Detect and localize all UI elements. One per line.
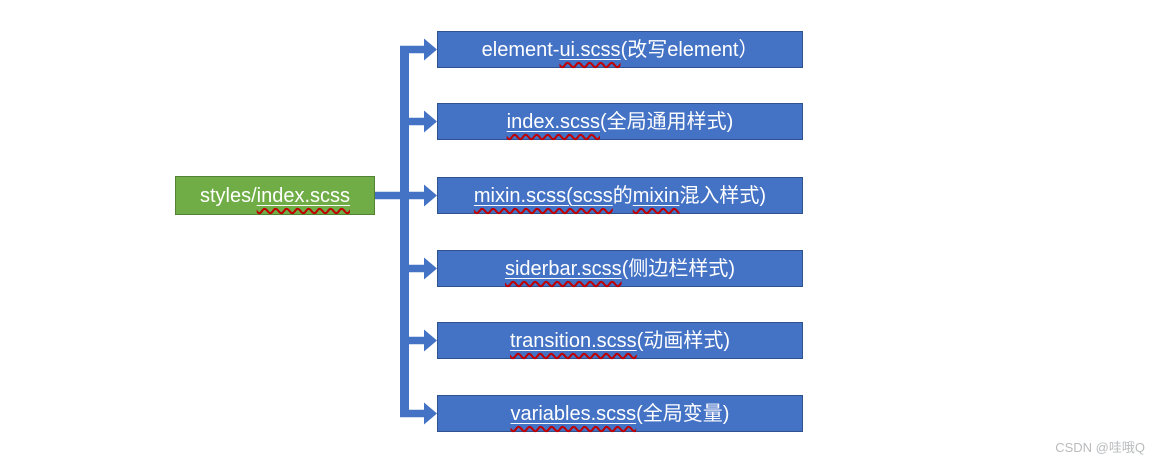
file-node-label: index.scss(全局通用样式) xyxy=(507,112,734,132)
file-node-label: transition.scss(动画样式) xyxy=(510,331,730,351)
file-node: siderbar.scss(侧边栏样式) xyxy=(437,250,803,287)
label-text: 混入样式) xyxy=(679,184,767,207)
misspelled-word: index.scss xyxy=(256,184,351,207)
label-text: (全局变量) xyxy=(636,402,730,425)
root-node-styles-index-scss: styles/index.scss xyxy=(175,176,375,215)
file-node-label: mixin.scss(scss的mixin混入样式) xyxy=(474,186,766,206)
file-node-label: element-ui.scss(改写element） xyxy=(482,40,759,60)
misspelled-word: transition.scss xyxy=(509,329,637,352)
file-node: variables.scss(全局变量) xyxy=(437,395,803,432)
label-text: (改写element） xyxy=(620,38,759,61)
label-text: (侧边栏样式) xyxy=(621,257,736,280)
label-text: 的 xyxy=(612,184,633,207)
label-text: (全局通用样式) xyxy=(600,110,734,133)
misspelled-word: mixin xyxy=(632,184,680,207)
root-node-label: styles/index.scss xyxy=(200,186,350,206)
misspelled-word: siderbar.scss xyxy=(504,257,622,280)
file-node-label: siderbar.scss(侧边栏样式) xyxy=(505,259,735,279)
file-node: element-ui.scss(改写element） xyxy=(437,31,803,68)
watermark-text: CSDN @哇哦Q xyxy=(1055,440,1145,455)
misspelled-word: variables.scss xyxy=(510,402,637,425)
label-text: styles/ xyxy=(199,184,257,207)
label-text: (动画样式) xyxy=(636,329,731,352)
misspelled-word: mixin.scss(scss xyxy=(473,184,613,207)
misspelled-word: ui.scss xyxy=(559,38,621,61)
file-node-label: variables.scss(全局变量) xyxy=(511,404,730,424)
label-text: element- xyxy=(481,38,560,61)
misspelled-word: index.scss xyxy=(506,110,601,133)
file-node: index.scss(全局通用样式) xyxy=(437,103,803,140)
file-node: transition.scss(动画样式) xyxy=(437,322,803,359)
file-node: mixin.scss(scss的mixin混入样式) xyxy=(437,177,803,214)
